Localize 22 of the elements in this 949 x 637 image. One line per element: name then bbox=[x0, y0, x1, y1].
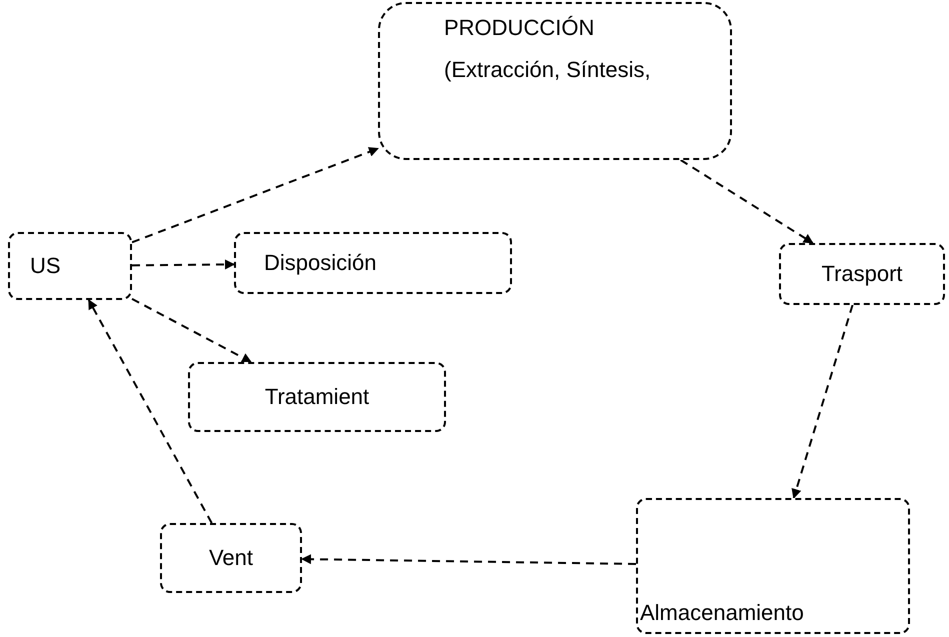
process-box bbox=[636, 498, 910, 634]
box-label: Vent bbox=[208, 544, 254, 572]
box-label: PRODUCCIÓN bbox=[444, 14, 594, 42]
arrow bbox=[132, 147, 379, 244]
box-label: Almacenamiento bbox=[640, 598, 804, 626]
process-box bbox=[378, 2, 732, 160]
process-box bbox=[779, 243, 945, 305]
arrow bbox=[792, 304, 854, 499]
process-box bbox=[188, 362, 446, 432]
process-box bbox=[8, 232, 132, 300]
arrow bbox=[132, 259, 235, 270]
box-label: US bbox=[30, 252, 61, 280]
process-box bbox=[234, 232, 512, 294]
box-label: Tratamient bbox=[264, 383, 370, 411]
arrow bbox=[88, 299, 213, 524]
process-box bbox=[160, 523, 302, 593]
box-label: Trasport bbox=[821, 260, 903, 288]
arrow bbox=[301, 554, 636, 565]
box-label: (Extracción, Síntesis, bbox=[444, 56, 651, 83]
arrow bbox=[680, 159, 814, 244]
arrow bbox=[132, 298, 252, 363]
box-label: Disposición bbox=[264, 249, 376, 277]
